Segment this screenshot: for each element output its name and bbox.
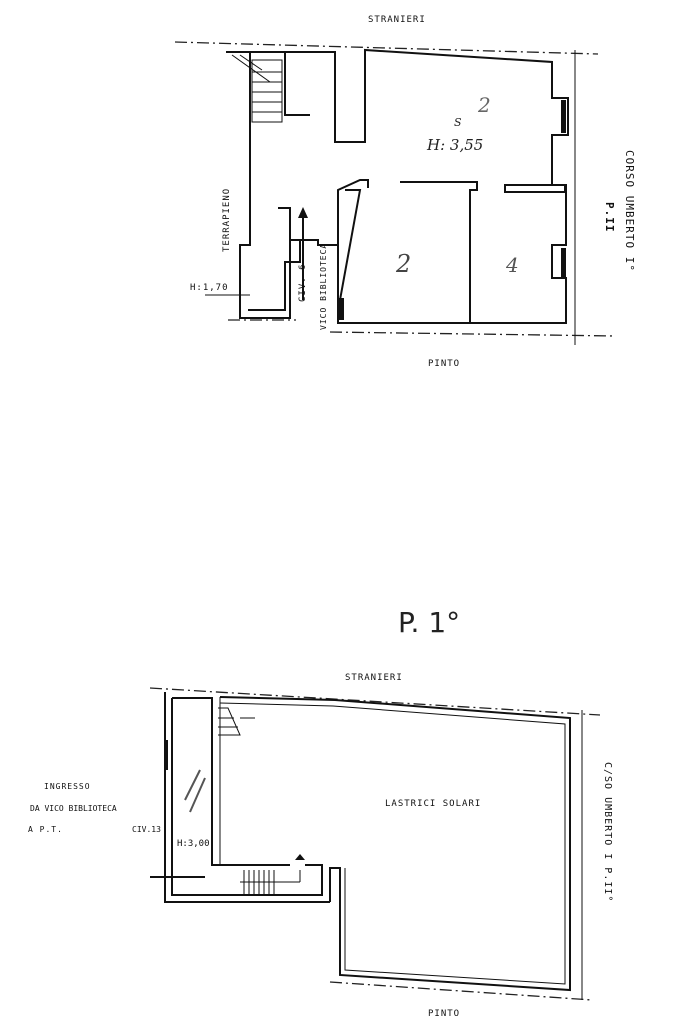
property-line-bottom — [329, 981, 593, 1001]
door-swing-mark — [184, 769, 206, 813]
door-icon — [339, 298, 344, 320]
street-label-right: C/SO UMBERTO I P.II° — [602, 762, 613, 902]
street-label-top: STRANIERI — [368, 15, 426, 25]
corridor-wall — [171, 698, 323, 896]
entrance-label-line2: DA VICO BIBLIOTECA — [30, 804, 117, 813]
window-icon — [561, 248, 566, 278]
entrance-label-line3: A P.T. — [28, 825, 63, 834]
terrace-inner-outline — [219, 702, 566, 985]
property-line-top — [149, 687, 601, 716]
floor-title: P. 1° — [398, 606, 460, 639]
room-mark: 4 — [505, 253, 519, 277]
first-floor-plan: P. 1° STRANIERI INGRESSO DA VICO BIBLIOT… — [28, 606, 613, 1019]
entrance-label-line1: INGRESSO — [44, 782, 91, 791]
street-label-top: STRANIERI — [345, 673, 403, 683]
street-label-right: CORSO UMBERTO I° — [623, 150, 636, 272]
corridor-outer-wall — [164, 692, 330, 903]
closet-wall — [284, 52, 310, 116]
civic-number-label: CIV. 6 — [298, 263, 308, 302]
partition-wall — [400, 181, 478, 323]
street-label-bottom: PINTO — [428, 359, 460, 369]
civic-number-label: CIV.13 — [132, 825, 161, 834]
height-small-label: H:1,70 — [190, 283, 229, 293]
area-label: LASTRICI SOLARI — [385, 799, 481, 809]
left-wall — [239, 52, 291, 319]
alley-label: VICO BIBLIOTECA — [319, 243, 328, 330]
partition-wall-right — [504, 184, 566, 193]
small-stair-icon — [218, 707, 255, 736]
height-label: H:3,00 — [177, 839, 210, 849]
window-icon — [561, 100, 566, 133]
corridor-inner-wall — [172, 697, 290, 866]
room-mark: 2 — [395, 250, 411, 278]
room-mark: S — [454, 116, 462, 129]
staircase-icon — [240, 854, 305, 895]
ground-floor-plan: STRANIERI TERRAPIENO H:1,70 CIV — [174, 15, 636, 369]
room-mark: 2 — [477, 93, 491, 117]
small-room-wall — [248, 239, 338, 311]
staircase-icon — [231, 54, 283, 123]
property-line-top — [174, 41, 599, 55]
floor-mark-label: P.II — [603, 202, 616, 233]
height-main-label: H: 3,55 — [426, 136, 483, 154]
terrace-outline — [219, 696, 571, 992]
outer-wall — [226, 48, 569, 324]
entrance-arrow-icon — [290, 207, 318, 300]
property-line-bottom — [329, 331, 616, 337]
terrapieno-label: TERRAPIENO — [222, 188, 232, 252]
window-icon — [164, 740, 168, 770]
street-label-bottom: PINTO — [428, 1009, 460, 1019]
